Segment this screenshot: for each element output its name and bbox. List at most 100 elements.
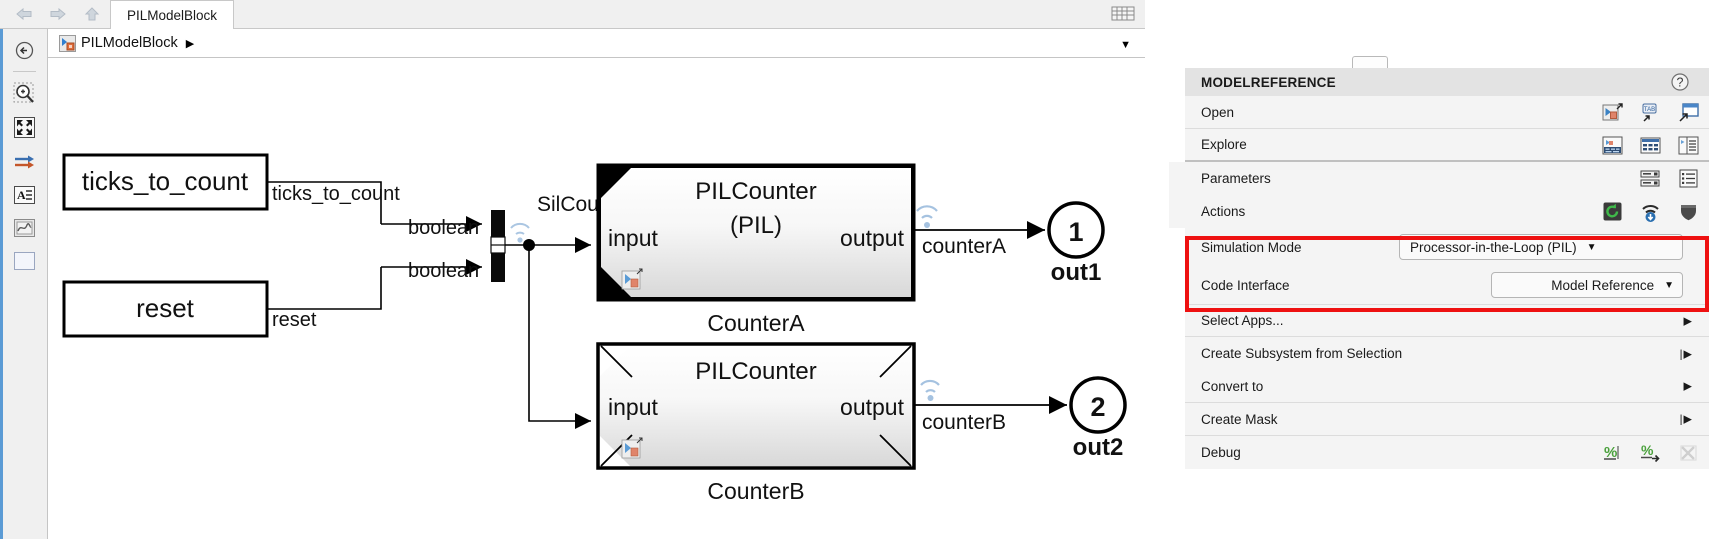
panel-row-code-interface[interactable]: Code Interface Model Reference ▼ — [1185, 266, 1709, 304]
breadcrumb-label[interactable]: PILModelBlock — [81, 35, 178, 51]
step-percent-icon[interactable]: % — [1640, 442, 1661, 463]
panel-title: MODELREFERENCE — [1201, 74, 1336, 90]
refresh-icon[interactable] — [1602, 201, 1623, 222]
panel-row-actions[interactable]: Actions — [1169, 195, 1709, 228]
deploy-icon[interactable] — [1640, 201, 1661, 222]
shield-icon[interactable] — [1678, 201, 1699, 222]
panel-row-explore-label: Explore — [1201, 137, 1247, 152]
chevron-down-icon: ▼ — [1664, 279, 1674, 291]
panel-row-convert-to[interactable]: Convert to ▶ — [1185, 370, 1709, 403]
model-properties-icon[interactable] — [1678, 168, 1699, 189]
fit-to-view-icon[interactable] — [12, 115, 37, 140]
panel-row-open-label: Open — [1201, 104, 1235, 120]
annotation-icon[interactable]: A — [12, 182, 37, 207]
block-parameters-icon[interactable] — [1640, 168, 1661, 189]
back-to-parent-icon[interactable] — [12, 38, 37, 63]
panel-row-explore[interactable]: Explore — [1185, 129, 1709, 162]
svg-text:%: % — [1604, 444, 1617, 461]
signal-label-boolean-top: boolean — [408, 217, 479, 239]
debug-label: Debug — [1201, 445, 1241, 460]
simulation-mode-value: Processor-in-the-Loop (PIL) — [1410, 239, 1577, 255]
panel-row-parameters[interactable]: Parameters — [1169, 162, 1709, 195]
model-block-icon — [59, 34, 76, 52]
signal-label-reset: reset — [272, 309, 317, 331]
block-counter-a: PILCounter (PIL) input output — [596, 163, 916, 302]
zoom-in-icon[interactable] — [12, 81, 37, 106]
signal-lines-icon[interactable] — [12, 149, 37, 174]
open-model-icon[interactable] — [1602, 102, 1623, 123]
submenu-arrow-icon: ▶ — [1683, 380, 1693, 393]
pil-wireless-badge-mux — [510, 222, 530, 243]
signal-label-counter-a: counterA — [922, 235, 1006, 258]
outport-2: 2 out2 — [1069, 376, 1127, 461]
explore-table-icon[interactable] — [1640, 135, 1661, 156]
simulink-editor-window: PILModelBlock — [0, 0, 1145, 539]
explore-list-icon[interactable] — [1678, 135, 1699, 156]
block-counter-b-input-port-label: input — [608, 394, 658, 420]
svg-text:%: % — [1641, 442, 1654, 458]
submenu-arrow-icon: ▶ — [1683, 315, 1693, 327]
panel-body: Open TAB — [1169, 96, 1709, 469]
block-ticks-to-count-label: ticks_to_count — [82, 166, 249, 196]
block-counter-a-input-port-label: input — [608, 225, 658, 251]
explore-model-icon[interactable] — [1602, 135, 1623, 156]
panel-row-create-mask[interactable]: Create Mask |▶ — [1185, 403, 1709, 436]
outport-2-number: 2 — [1090, 392, 1105, 422]
panel-header: MODELREFERENCE ? — [1185, 68, 1709, 96]
scope-icon[interactable] — [12, 215, 37, 240]
model-reference-badge-b — [621, 437, 643, 459]
code-interface-label: Code Interface — [1201, 277, 1290, 293]
block-counter-a-name: CounterA — [707, 310, 805, 336]
breadcrumb-caret-icon[interactable]: ▼ — [1120, 39, 1131, 51]
forward-arrow-icon[interactable] — [47, 4, 69, 24]
breadcrumb: PILModelBlock ▶ ▼ — [48, 29, 1145, 58]
create-subsystem-label: Create Subsystem from Selection — [1201, 346, 1403, 361]
open-new-window-icon[interactable] — [1678, 102, 1699, 123]
model-canvas[interactable]: ticks_to_count reset ticks_to_count rese… — [48, 58, 1145, 539]
signal-label-counter-b: counterB — [922, 411, 1006, 434]
block-reset-label: reset — [136, 293, 195, 323]
block-counter-a-output-port-label: output — [840, 225, 905, 251]
back-arrow-icon[interactable] — [13, 4, 35, 24]
signal-label-ticks-to-count: ticks_to_count — [272, 183, 400, 205]
chevron-down-icon: ▼ — [1586, 241, 1597, 253]
breakpoint-percent-icon[interactable]: % — [1602, 442, 1623, 463]
palette-accent-bar — [0, 29, 3, 539]
open-tab-icon[interactable]: TAB — [1640, 102, 1661, 123]
panel-handle-nub[interactable] — [1352, 56, 1388, 70]
simulation-mode-dropdown[interactable]: Processor-in-the-Loop (PIL) ▼ — [1399, 234, 1683, 260]
panel-row-select-apps[interactable]: Select Apps... ▶ — [1185, 304, 1709, 337]
panel-row-open-icons: TAB — [1602, 96, 1699, 129]
grid-icon[interactable] — [1111, 5, 1135, 22]
panel-row-parameters-icons — [1640, 162, 1699, 195]
create-mask-label: Create Mask — [1201, 411, 1278, 427]
help-question-icon[interactable]: ? — [1671, 73, 1689, 91]
block-ticks-to-count: ticks_to_count — [62, 153, 269, 211]
outport-1: 1 out1 — [1047, 201, 1105, 286]
code-interface-value: Model Reference — [1551, 277, 1655, 293]
panel-row-create-subsystem[interactable]: Create Subsystem from Selection |▶ — [1185, 337, 1709, 370]
blank-block-icon[interactable] — [12, 248, 37, 273]
signal-label-boolean-bottom: boolean — [408, 260, 479, 282]
svg-text:A: A — [17, 188, 26, 202]
outport-1-label: out1 — [1051, 259, 1102, 286]
pil-wireless-badge-b — [920, 379, 940, 401]
panel-row-explore-icons — [1602, 129, 1699, 162]
pil-wireless-badge-a — [916, 205, 938, 228]
block-counter-b: PILCounter input output — [596, 342, 916, 470]
panel-row-debug[interactable]: Debug % % — [1185, 436, 1709, 469]
block-counter-a-subtitle: (PIL) — [730, 212, 782, 239]
block-diagram: ticks_to_count reset ticks_to_count rese… — [62, 153, 1127, 504]
clear-breakpoints-icon — [1678, 442, 1699, 463]
breadcrumb-separator-icon: ▶ — [185, 37, 195, 50]
panel-row-open[interactable]: Open TAB — [1185, 96, 1709, 129]
block-counter-b-name: CounterB — [707, 478, 804, 504]
document-tab-pilmodelblock[interactable]: PILModelBlock — [110, 0, 235, 29]
outport-2-label: out2 — [1073, 434, 1124, 461]
code-interface-dropdown[interactable]: Model Reference ▼ — [1491, 272, 1683, 298]
up-arrow-icon[interactable] — [81, 4, 103, 24]
panel-row-actions-label: Actions — [1201, 204, 1246, 219]
document-tab-strip: PILModelBlock — [0, 0, 1145, 29]
panel-row-simulation-mode[interactable]: Simulation Mode Processor-in-the-Loop (P… — [1185, 228, 1709, 266]
